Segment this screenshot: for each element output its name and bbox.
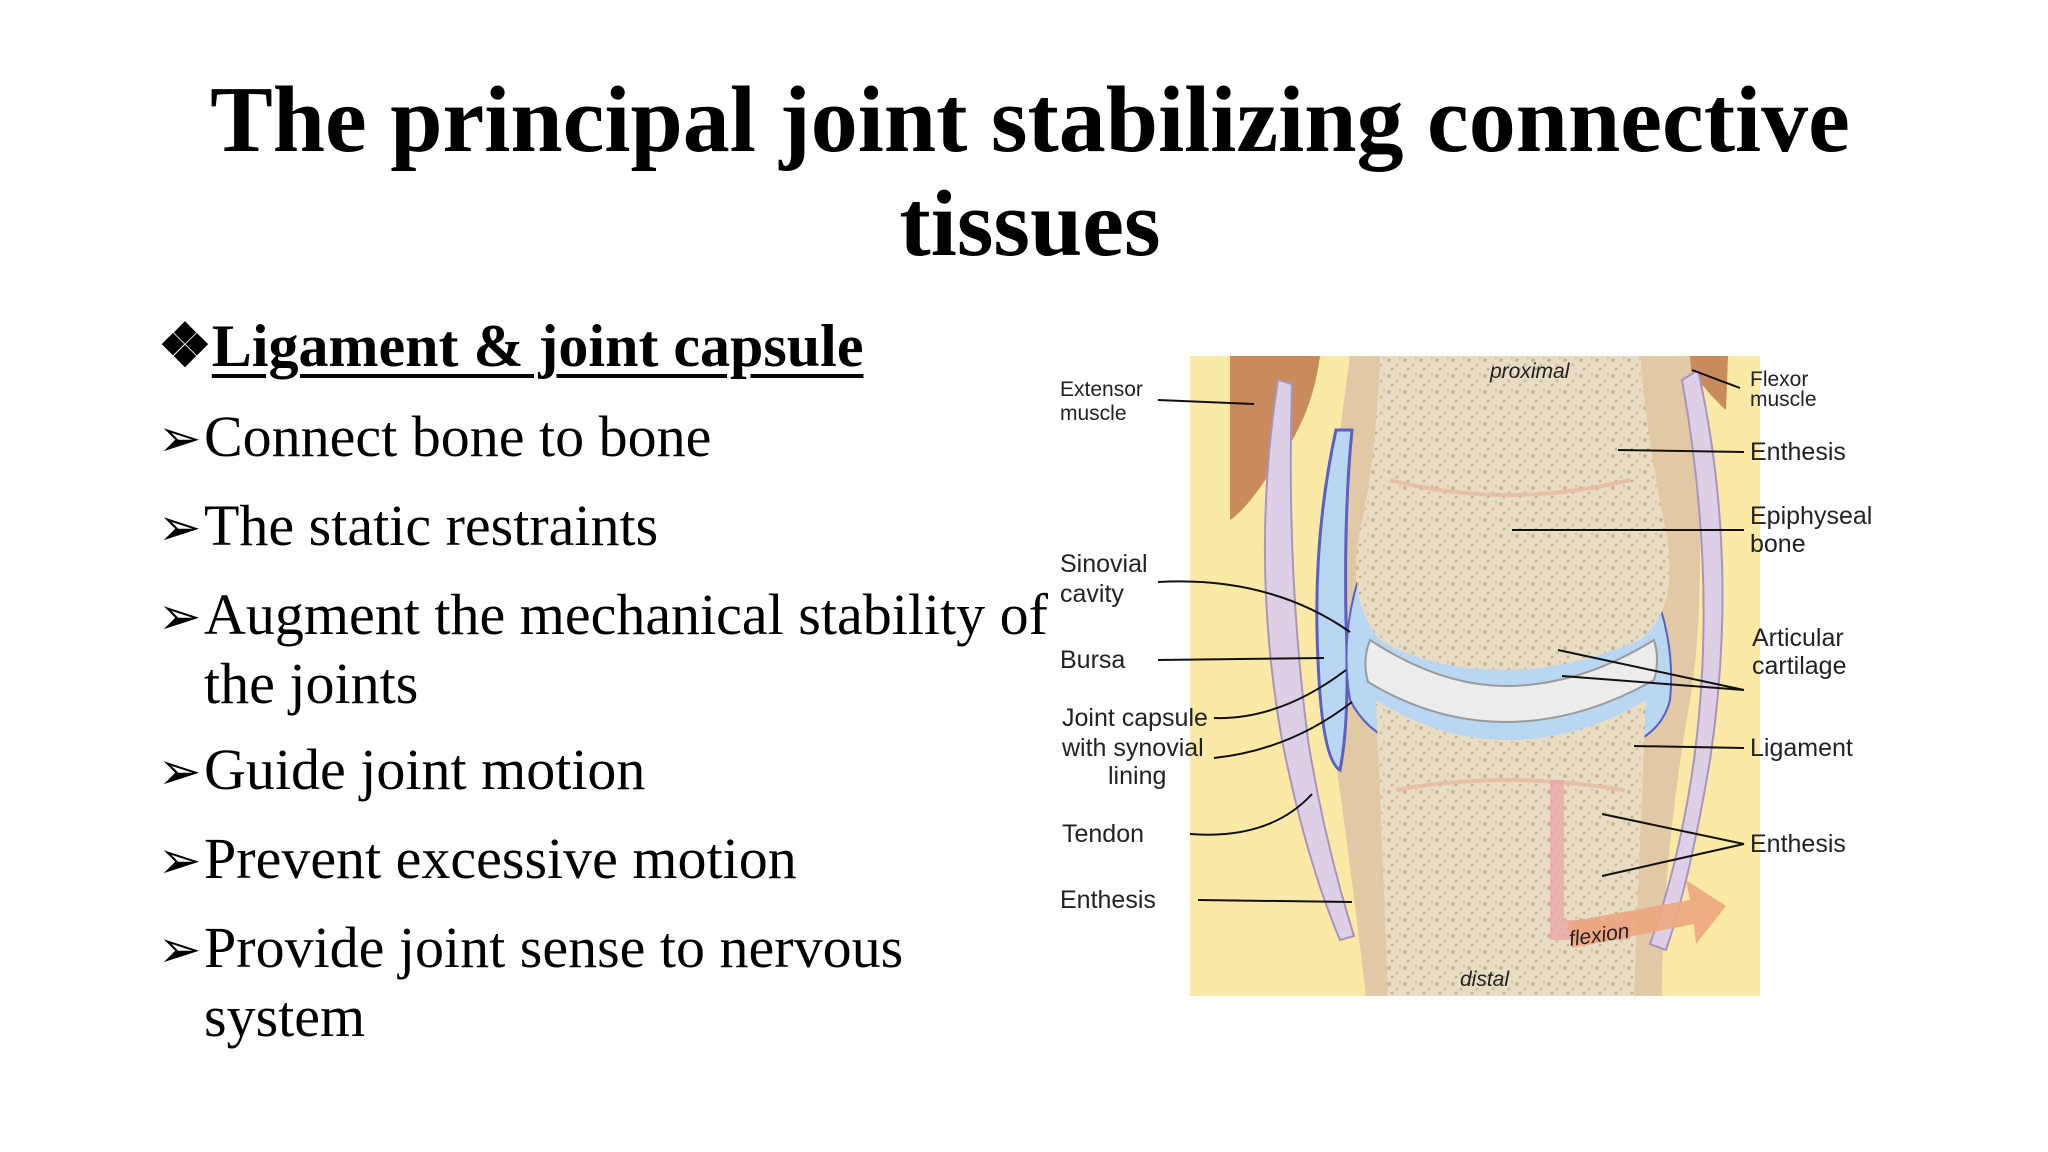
section-heading: ❖Ligament & joint capsule — [158, 308, 1058, 384]
label-flexor-muscle: Flexor — [1750, 368, 1808, 391]
bullet-text: Guide joint motion — [204, 737, 646, 802]
articular-cartilage-shape — [1364, 638, 1658, 724]
label-extensor-muscle-2: muscle — [1060, 402, 1127, 425]
section-heading-label: Ligament & joint capsule — [211, 313, 864, 379]
bullet-text: Provide joint sense to nervous system — [204, 915, 904, 1049]
growth-plate-line — [1395, 778, 1625, 792]
label-enthesis-mid: Enthesis — [1750, 830, 1846, 858]
arrow-bullet-icon: ➢ — [158, 500, 202, 557]
arrow-bullet-icon: ➢ — [158, 922, 202, 979]
label-bursa: Bursa — [1060, 646, 1125, 674]
diamond-bullet-icon: ❖ — [158, 313, 212, 379]
extensor-tendon-shape — [1263, 378, 1356, 942]
bullet-text: The static restraints — [204, 493, 659, 558]
label-ligament: Ligament — [1750, 734, 1853, 762]
label-extensor-muscle: Extensor — [1060, 378, 1143, 401]
label-synovial-cavity: Sinovial — [1060, 550, 1148, 578]
bullet-item: ➢The static restraints — [158, 493, 1058, 562]
label-epiphyseal-bone: Epiphyseal — [1750, 502, 1872, 530]
label-enthesis-bottom: Enthesis — [1060, 886, 1156, 914]
bullet-text: Connect bone to bone — [204, 404, 712, 469]
bullet-item: ➢Prevent excessive motion — [158, 826, 1058, 895]
label-joint-capsule-2: with synovial — [1061, 734, 1204, 762]
label-epiphyseal-bone-2: bone — [1750, 530, 1806, 558]
bullet-item: ➢Provide joint sense to nervous system — [158, 915, 1058, 1050]
label-articular-cartilage: Articular — [1752, 624, 1844, 652]
arrow-bullet-icon: ➢ — [158, 744, 202, 801]
bullet-text: Augment the mechanical stability of the … — [204, 582, 1048, 716]
arrow-bullet-icon: ➢ — [158, 589, 202, 646]
proximal-bone-shape — [1355, 356, 1670, 670]
flexor-tendon-shape — [1648, 368, 1724, 952]
label-articular-cartilage-2: cartilage — [1752, 652, 1847, 680]
arrow-bullet-icon: ➢ — [158, 833, 202, 890]
bullet-item: ➢Augment the mechanical stability of the… — [158, 582, 1058, 717]
bullet-text: Prevent excessive motion — [204, 826, 797, 891]
label-tendon: Tendon — [1062, 820, 1144, 848]
bullet-item: ➢Guide joint motion — [158, 737, 1058, 806]
bullet-list: ❖Ligament & joint capsule ➢Connect bone … — [158, 308, 1058, 1050]
label-flexor-muscle-2: muscle — [1750, 388, 1817, 411]
growth-plate-line — [1389, 478, 1631, 497]
joint-diagram: proximal distal flexion Extensor muscle … — [1050, 340, 1930, 1020]
flexion-arrow-shape — [1568, 880, 1726, 948]
bullet-item: ➢Connect bone to bone — [158, 404, 1058, 473]
flexor-muscle-shape — [1690, 356, 1728, 410]
label-enthesis-top: Enthesis — [1750, 438, 1846, 466]
slide-title: The principal joint stabilizing connecti… — [210, 68, 1850, 276]
label-joint-capsule-3: lining — [1108, 762, 1166, 790]
label-proximal: proximal — [1489, 360, 1571, 383]
label-joint-capsule: Joint capsule — [1062, 704, 1208, 732]
label-synovial-cavity-2: cavity — [1060, 580, 1124, 608]
arrow-bullet-icon: ➢ — [158, 411, 202, 468]
joint-diagram-svg: proximal distal flexion Extensor muscle … — [1060, 356, 1872, 996]
distal-bone-shape — [1376, 700, 1646, 996]
label-distal: distal — [1460, 968, 1510, 991]
